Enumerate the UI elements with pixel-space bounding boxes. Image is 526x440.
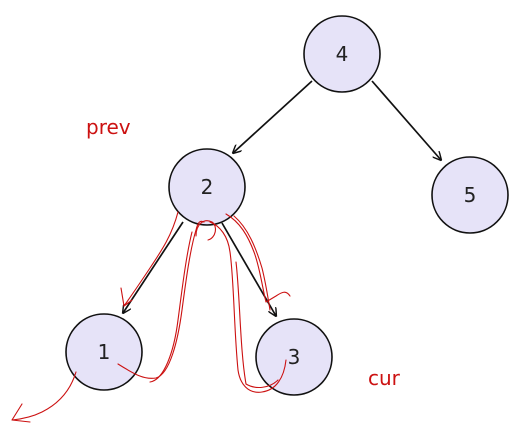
- edge-4-to-5: [371, 80, 441, 160]
- edge-4-to-2: [233, 80, 313, 153]
- scribble-node3-return-2: [235, 261, 279, 389]
- scribble-node1-exit: [11, 371, 77, 421]
- scribble-right-descent: [225, 213, 291, 303]
- node-label: 3: [288, 345, 301, 369]
- traversal-scribbles: [11, 211, 291, 423]
- annotation-cur: cur: [368, 366, 401, 390]
- edge-2-to-3: [221, 222, 276, 316]
- node-label: 4: [336, 42, 349, 66]
- scribble-left-ascent: [117, 220, 205, 379]
- scribble-left-descent-tick: [123, 299, 133, 307]
- edges: [123, 80, 441, 316]
- scribble-node1-exit-tick: [11, 419, 31, 423]
- scribble-left-descent: [120, 211, 179, 307]
- node-label: 1: [98, 340, 111, 364]
- scribble-left-ascent-2: [149, 231, 193, 383]
- annotation-prev: prev: [86, 115, 131, 139]
- tree-node-4: 4: [303, 15, 381, 93]
- scribble-right-descent-2: [233, 215, 271, 311]
- tree-node-3: 3: [255, 318, 333, 396]
- tree-node-5: 5: [431, 156, 509, 234]
- edge-2-to-1: [123, 221, 184, 313]
- scribble-hook: [195, 220, 217, 241]
- node-label: 2: [201, 175, 214, 199]
- node-label: 5: [464, 183, 477, 207]
- tree-node-2: 2: [168, 148, 246, 226]
- tree-node-1: 1: [65, 313, 143, 391]
- scribble-node3-return: [209, 221, 287, 393]
